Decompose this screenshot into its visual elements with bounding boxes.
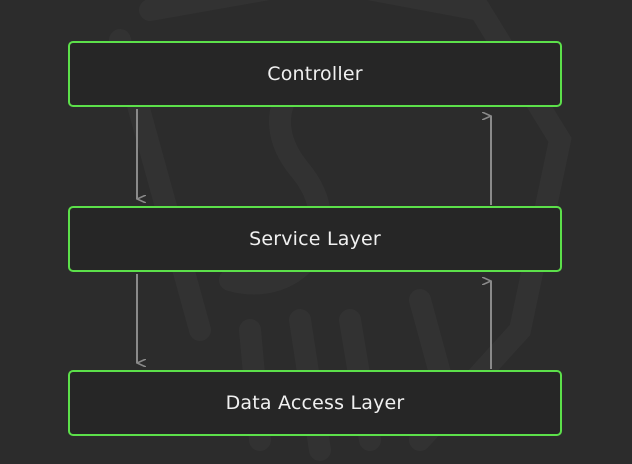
data-access-layer-box: Data Access Layer bbox=[68, 370, 562, 436]
service-layer-label: Service Layer bbox=[249, 228, 381, 250]
controller-box: Controller bbox=[68, 41, 562, 107]
data-access-layer-label: Data Access Layer bbox=[225, 392, 405, 414]
service-layer-box: Service Layer bbox=[68, 206, 562, 272]
controller-label: Controller bbox=[267, 63, 363, 85]
